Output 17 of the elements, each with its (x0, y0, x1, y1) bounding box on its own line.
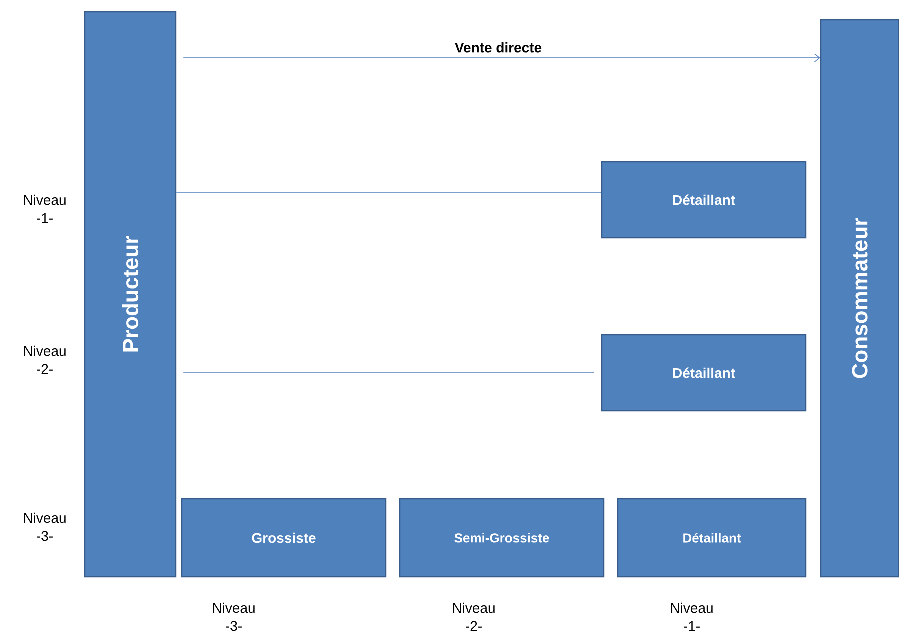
process-box: Détaillant (601, 161, 807, 239)
process-box: Grossiste (181, 498, 387, 578)
arrow (183, 54, 820, 62)
connector-line (183, 372, 595, 374)
vertical-bar: Producteur (84, 11, 177, 578)
process-box: Détaillant (617, 498, 807, 578)
level-label: Niveau -2- (24, 346, 66, 374)
level-label: Niveau -3- (24, 512, 66, 542)
level-label: Niveau -2- (453, 602, 495, 632)
process-box: Semi-Grossiste (399, 498, 605, 578)
level-label: Niveau -1- (24, 194, 66, 224)
connector-line (176, 192, 602, 194)
process-box: Détaillant (601, 334, 807, 412)
vertical-bar: Consommateur (820, 19, 899, 578)
level-label: Niveau -3- (213, 602, 255, 632)
edge-label: Vente directe (454, 42, 544, 54)
level-label: Niveau -1- (671, 602, 713, 632)
